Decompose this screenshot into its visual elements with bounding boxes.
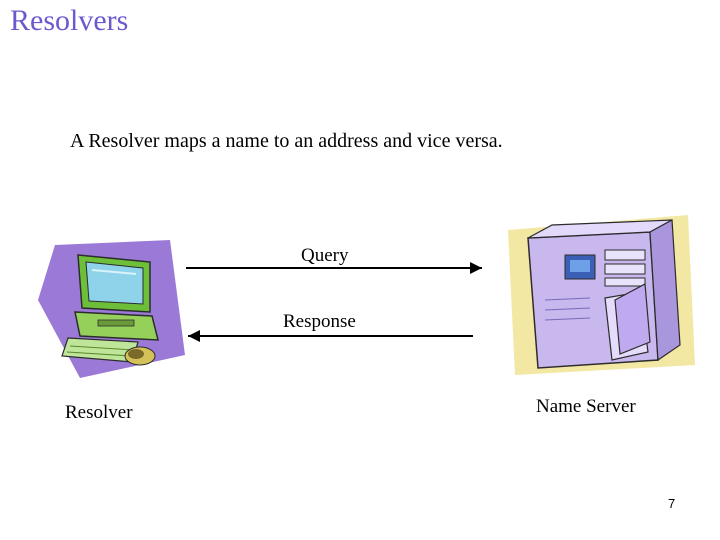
name-server-label: Name Server — [536, 396, 636, 417]
server-tower-icon — [508, 215, 695, 375]
slide-body-text: A Resolver maps a name to an address and… — [70, 130, 503, 152]
desktop-computer-icon — [38, 240, 185, 378]
page-number: 7 — [668, 496, 676, 511]
slide-title: Resolvers — [10, 4, 129, 37]
response-label: Response — [283, 311, 356, 332]
query-label: Query — [301, 245, 349, 266]
resolver-label: Resolver — [65, 402, 133, 423]
